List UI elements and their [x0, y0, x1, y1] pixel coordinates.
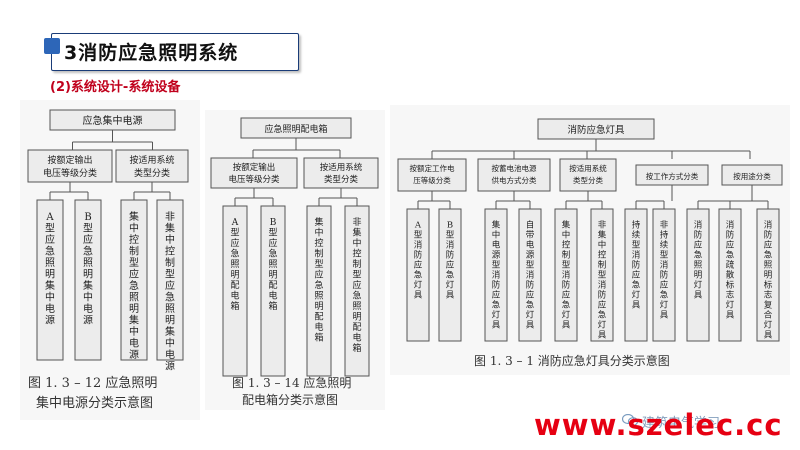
- diagram3-branch-2-line2: 供电方式分类: [492, 175, 537, 185]
- diagram2-leaf-box-3: [306, 205, 332, 377]
- diagram2-root-label: 应急照明配电箱: [264, 123, 327, 135]
- diagram3-leaf-label-8: 非持续型消防应急灯具: [660, 220, 669, 321]
- diagram1-caption-line2: 集中电源分类示意图: [36, 396, 154, 411]
- diagram3-leaf-label-7: 持续型消防应急灯具: [632, 220, 641, 311]
- wechat-icon: [622, 414, 638, 426]
- diagram3-tree: 消防应急灯具 按额定工作电 压等级分类 按蓄电池电源 供电方式分类 按适用系统 …: [397, 118, 783, 342]
- diagram2-branch-1-line1: 按额定输出: [233, 162, 276, 173]
- diagram2-caption-line2: 配电箱分类示意图: [242, 393, 339, 407]
- diagram3-leaf-label-9: 消防应急照明灯具: [694, 220, 703, 301]
- title-accent-square: [44, 38, 60, 54]
- diagram2-branch-2-line2: 类型分类: [324, 174, 359, 185]
- diagram3-branch-3-line2: 类型分类: [573, 175, 603, 185]
- diagram3-leaf-box-2: [438, 208, 462, 342]
- diagram3-branch-5-label: 按用途分类: [733, 171, 771, 181]
- diagram3-leaf-label-4: 自带电源型消防应急灯具: [526, 220, 535, 331]
- diagram3-leaf-label-5: 集中控制型消防应急灯具: [562, 220, 571, 331]
- diagram1-leaf-box-3: [120, 199, 148, 361]
- diagram2-branch-2: [303, 157, 379, 189]
- diagram2-leaf-label-4: 非集中控制型应急照明配电箱: [352, 216, 361, 354]
- footer-watermark: 建筑电气学习: [642, 416, 721, 431]
- diagram3-panel: 消防应急灯具 按额定工作电 压等级分类 按蓄电池电源 供电方式分类 按适用系统 …: [390, 105, 790, 375]
- diagram3-leaf-label-11: 消防应急照明标志复合灯具: [764, 220, 773, 341]
- diagram1-leaf-box-1: [36, 199, 64, 361]
- diagram3-leaf-box-5: [554, 208, 578, 342]
- diagram1-branch-1-line1: 按额定输出: [47, 154, 92, 166]
- diagram3-branch-4-label: 按工作方式分类: [646, 171, 699, 181]
- diagram2-branch-1: [210, 157, 298, 189]
- slide-subtitle: (2)系统设计-系统设备: [50, 80, 181, 95]
- diagram3-leaf-label-3: 集中电源型消防应急灯具: [492, 220, 501, 331]
- diagram3-leaf-box-11: [756, 208, 780, 342]
- diagram3-leaf-box-1: [406, 208, 430, 342]
- diagram2-caption-line1: 图 1. 3 – 14 应急照明: [232, 376, 352, 390]
- diagram3-leaf-box-8: [652, 208, 676, 342]
- diagram3-leaf-box-10: [718, 208, 742, 342]
- diagram1-branch-1-line2: 电压等级分类: [43, 167, 97, 179]
- diagram3-leaf-label-10: 消防应急疏散标志灯具: [726, 220, 735, 321]
- slide-title: 3消防应急照明系统: [64, 42, 239, 64]
- diagram2-leaf-box-2: [260, 205, 286, 377]
- diagram1-leaf-label-3: 集中控制型应急照明集中电源: [129, 210, 139, 361]
- diagram3-leaf-label-6: 非集中控制型消防应急灯具: [598, 220, 607, 341]
- diagram3-branch-2: [477, 158, 551, 192]
- diagram3-root-label: 消防应急灯具: [567, 124, 625, 136]
- diagram1-branch-2-line2: 类型分类: [134, 167, 170, 179]
- diagram3-leaf-box-6: [590, 208, 614, 342]
- diagram1-branch-2: [115, 149, 189, 183]
- diagram3-branch-1-line1: 按额定工作电: [410, 163, 455, 173]
- diagram3-leaf-box-9: [686, 208, 710, 342]
- diagram1-branch-2-line1: 按适用系统: [129, 154, 174, 166]
- diagram1-leaf-box-4: [156, 199, 184, 361]
- diagram3-caption: 图 1. 3 – 1 消防应急灯具分类示意图: [474, 354, 670, 368]
- diagram3-branch-3-line1: 按适用系统: [569, 163, 607, 173]
- slide-title-box: [51, 33, 299, 71]
- diagram2-leaf-box-4: [344, 205, 370, 377]
- diagram3-leaf-box-3: [484, 208, 508, 342]
- diagram2-leaf-box-1: [222, 205, 248, 377]
- diagram1-leaf-box-2: [74, 199, 102, 361]
- diagram2-branch-1-line2: 电压等级分类: [228, 174, 280, 185]
- diagram1-leaf-label-4: 非集中控制型应急照明集中电源: [165, 211, 175, 373]
- diagram1-root-label: 应急集中电源: [83, 114, 143, 127]
- diagram1-caption-line1: 图 1. 3 – 12 应急照明: [28, 376, 158, 391]
- diagram3-leaf-box-4: [518, 208, 542, 342]
- diagram2-branch-2-line1: 按适用系统: [320, 162, 363, 173]
- diagram2-leaf-label-3: 集中控制型应急照明配电箱: [314, 216, 323, 344]
- diagram3-branch-1-line2: 压等级分类: [413, 175, 451, 185]
- diagram3-leaf-box-7: [624, 208, 648, 342]
- footer-url: www.szelec.cc: [534, 408, 783, 442]
- diagram3-branch-2-line1: 按蓄电池电源: [492, 163, 537, 173]
- diagram3-branch-3: [559, 158, 617, 192]
